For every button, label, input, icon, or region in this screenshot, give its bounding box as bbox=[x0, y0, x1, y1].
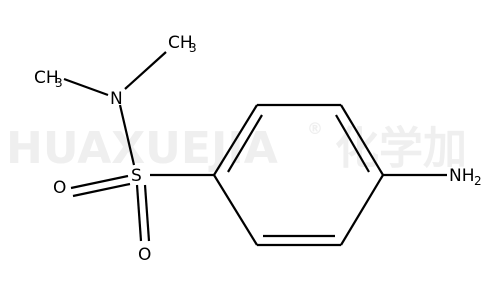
ring-bond-1 bbox=[213, 104, 258, 176]
atom-oxygen-left: O bbox=[53, 178, 66, 198]
ring-inner-1 bbox=[227, 114, 263, 173]
atom-amine-sub: 2 bbox=[474, 174, 482, 188]
atom-ch3-left: CH bbox=[34, 68, 59, 88]
bonds bbox=[63, 51, 447, 247]
bond-s-o-bottom-a bbox=[135, 184, 143, 242]
atom-oxygen-bottom: O bbox=[138, 245, 151, 265]
ring-bond-3 bbox=[340, 104, 384, 176]
bond-s-o-left-a bbox=[70, 174, 129, 190]
atom-amine: NH bbox=[449, 166, 475, 186]
ring-bond-6 bbox=[213, 174, 258, 246]
bond-s-o-bottom-b bbox=[143, 184, 151, 242]
watermark-latin: HUAXUEJIA bbox=[6, 123, 278, 174]
watermark-registered: ® bbox=[307, 119, 323, 138]
atom-ch3-top-sub: 3 bbox=[189, 41, 197, 55]
atom-sulfur: S bbox=[131, 166, 142, 186]
bond-ch3-left-n bbox=[63, 77, 109, 97]
bond-n-ch3-top bbox=[124, 51, 167, 90]
ring-inner-2 bbox=[335, 114, 370, 173]
ring-bond-4 bbox=[340, 174, 384, 246]
atom-ch3-left-sub: 3 bbox=[55, 76, 63, 90]
atom-labels: CH 3 CH 3 N S O O NH 2 bbox=[34, 33, 482, 265]
atom-ch3-top: CH bbox=[168, 33, 193, 53]
atom-nitrogen: N bbox=[110, 89, 123, 109]
watermark: HUAXUEJIA ® 化学加 bbox=[6, 119, 467, 174]
bond-s-o-left-b bbox=[72, 182, 131, 198]
bond-n-s bbox=[118, 104, 136, 166]
